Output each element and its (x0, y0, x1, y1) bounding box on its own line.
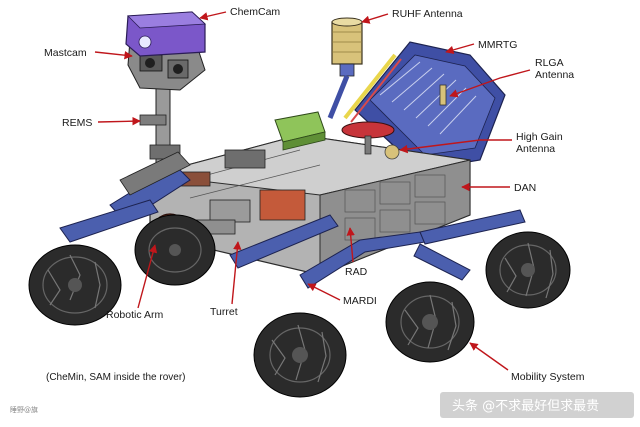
arrow-mastcam (94, 51, 133, 60)
label-ruhf-antenna: RUHF Antenna (392, 8, 463, 20)
label-line: Antenna (535, 69, 574, 81)
remote-sensing-mast (125, 11, 206, 183)
arrow-turret (231, 241, 242, 305)
note-chemin-sam: (CheMin, SAM inside the rover) (46, 372, 186, 383)
rover-illustration (28, 11, 571, 398)
rlga-antenna-mast (439, 84, 447, 106)
arrow-robotic-arm (137, 244, 158, 309)
watermark: 睡野@旗 (10, 405, 38, 414)
label-line: High Gain (516, 131, 563, 143)
suspension-rocker-bogie (59, 199, 526, 289)
label-turret: Turret (210, 306, 238, 318)
label-line: RLGA (535, 57, 564, 69)
wheel-rear-right (485, 231, 571, 309)
label-rad: RAD (345, 266, 368, 278)
label-mardi: MARDI (343, 295, 377, 307)
source-credit-text: 头条 @不求最好但求最贵 (452, 398, 599, 414)
leader-arrows (94, 11, 531, 371)
arrow-mmrtg (445, 43, 475, 54)
rems-green-box (274, 111, 326, 151)
arrow-high-gain-antenna (399, 139, 512, 154)
arrow-rad (346, 227, 355, 263)
label-mastcam: Mastcam (44, 47, 87, 59)
label-chemcam: ChemCam (230, 6, 280, 18)
label-mobility-system: Mobility System (511, 371, 585, 383)
wheel-middle-left (253, 312, 347, 398)
arrow-rlga-antenna (449, 69, 531, 98)
ruhf-antenna-cylinder (327, 17, 363, 119)
label-line: Antenna (516, 143, 555, 155)
label-dan: DAN (514, 182, 536, 194)
label-mmrtg: MMRTG (478, 39, 517, 51)
label-robotic-arm: Robotic Arm (106, 309, 163, 321)
arrow-mobility-system (469, 342, 509, 371)
wheel-middle-right (385, 281, 475, 363)
label-rems: REMS (62, 117, 92, 129)
high-gain-antenna-dish (341, 121, 400, 160)
arrow-rems (97, 116, 141, 126)
arrow-mardi (307, 283, 341, 301)
source-credit: 头条 @不求最好但求最贵 (440, 392, 634, 418)
arrow-chemcam (199, 11, 227, 21)
arrow-ruhf-antenna (361, 13, 389, 24)
